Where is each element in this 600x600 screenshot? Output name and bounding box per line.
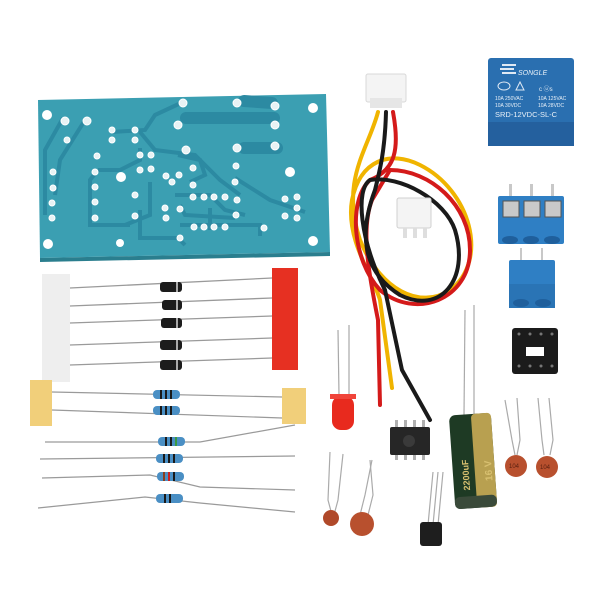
capacitor-value: 2200uF: [460, 459, 472, 491]
pcb-board: [38, 94, 330, 262]
terminal-block-2pin: [509, 248, 555, 308]
yellow-tape-right: [282, 388, 306, 424]
wire-connector-housing: [365, 73, 407, 108]
red-tape-strip: [272, 268, 298, 370]
relay-rating-1-right: 10A 125VAC: [538, 96, 567, 102]
capacitor-voltage: 16 V: [483, 460, 495, 482]
relay-rating-1-left: 10A 250VAC: [495, 96, 524, 102]
ceramic-capacitors-right: 104 104: [504, 397, 558, 478]
ceramic-cap-label-2: 104: [540, 465, 551, 471]
red-led: [330, 325, 356, 430]
ic-chip-dip8: [390, 420, 430, 460]
electrolytic-capacitor: 2200uF 16 V: [449, 305, 498, 510]
pin-header-connector: [396, 197, 432, 238]
cqc-mark-icon: [497, 81, 511, 91]
relay-model: SRD-12VDC-SL-C: [495, 110, 558, 119]
ul-mark-icon: c ⓤs: [539, 85, 553, 93]
resistors: [153, 390, 185, 503]
ic-socket: [512, 328, 558, 374]
relay-rating-2-left: 10A 30VDC: [495, 103, 522, 109]
wire-harness: [348, 110, 474, 422]
relay-brand: SONGLE: [518, 70, 548, 77]
white-tape-strip: [42, 274, 70, 382]
ceramic-cap-label-1: 104: [509, 464, 520, 470]
diodes: [160, 282, 182, 370]
relay: SONGLE c ⓤs 10A 250VAC 10A 125VAC 10A 30…: [488, 58, 574, 146]
transistor-to92: [420, 471, 444, 546]
songle-logo-icon: [500, 64, 516, 74]
ceramic-capacitors-left: [323, 451, 374, 536]
warning-triangle-icon: [515, 80, 525, 91]
yellow-tape-left: [30, 380, 52, 426]
terminal-block-3pin: [498, 184, 564, 244]
relay-rating-2-right: 10A 28VDC: [538, 103, 565, 109]
